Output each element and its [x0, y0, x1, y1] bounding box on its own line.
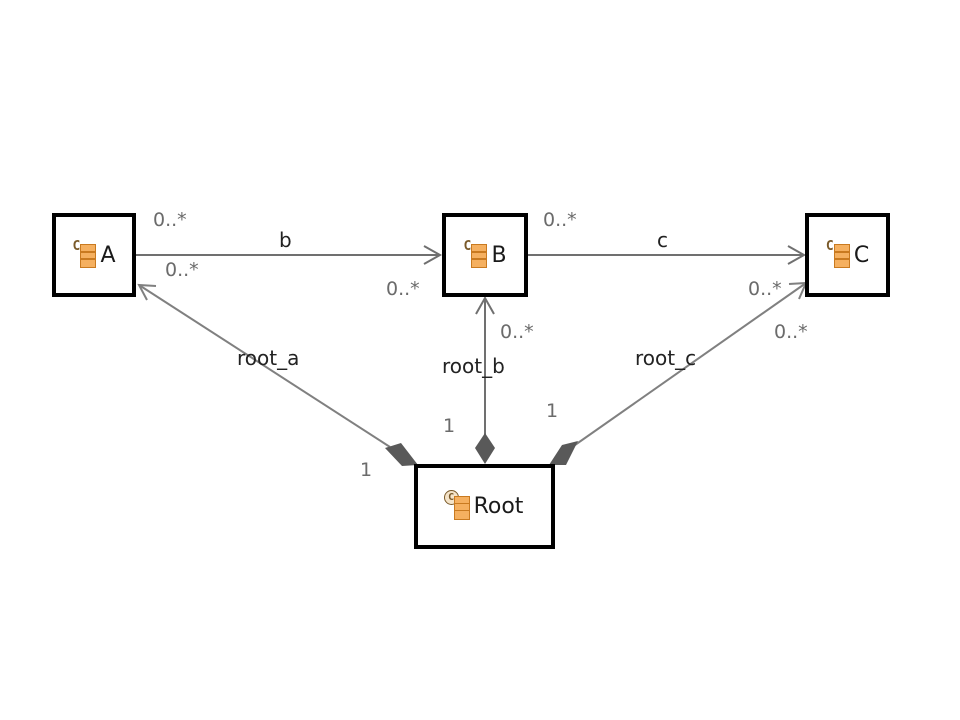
multiplicity-root-a-target: 0..*: [165, 259, 199, 281]
edge-label-root-c: root_c: [635, 346, 697, 370]
multiplicity-b-source: 0..*: [153, 209, 187, 231]
class-node-b[interactable]: C B: [442, 213, 528, 297]
arrowhead-icon: [423, 245, 443, 265]
class-node-a[interactable]: C A: [52, 213, 136, 297]
edge-label-root-a: root_a: [237, 346, 300, 370]
multiplicity-b-target: 0..*: [386, 278, 420, 300]
multiplicity-root-c-target: 0..*: [774, 321, 808, 343]
class-icon: C: [72, 240, 98, 270]
multiplicity-root-a-source: 1: [360, 459, 373, 481]
arrowhead-icon: [475, 295, 495, 315]
class-node-root[interactable]: C Root: [414, 464, 555, 549]
edge-b[interactable]: [136, 245, 443, 265]
class-icon: C: [463, 240, 489, 270]
multiplicity-root-b-source: 1: [443, 415, 456, 437]
edge-root-a[interactable]: [137, 283, 418, 466]
class-node-c[interactable]: C C: [805, 213, 890, 297]
edge-label-c: c: [657, 228, 668, 252]
class-name: B: [491, 242, 507, 268]
arrowhead-icon: [787, 245, 807, 265]
class-icon: C: [826, 240, 852, 270]
arrowhead-icon: [137, 283, 157, 301]
composition-diamond-icon: [475, 433, 495, 464]
composition-diamond-icon: [385, 443, 418, 466]
class-icon: C: [443, 489, 472, 522]
edge-c[interactable]: [528, 245, 807, 265]
composition-diamond-icon: [549, 441, 578, 465]
multiplicity-c-source: 0..*: [543, 209, 577, 231]
class-name: Root: [473, 494, 524, 519]
edge-root-b[interactable]: [475, 295, 495, 464]
edge-label-b: b: [279, 228, 292, 252]
class-name: C: [853, 242, 870, 268]
multiplicity-c-target: 0..*: [748, 278, 782, 300]
multiplicity-root-c-source: 1: [546, 400, 559, 422]
edge-label-root-b: root_b: [442, 354, 505, 378]
multiplicity-root-b-target: 0..*: [500, 321, 534, 343]
class-name: A: [100, 242, 116, 268]
edge-root-c[interactable]: [549, 281, 808, 465]
